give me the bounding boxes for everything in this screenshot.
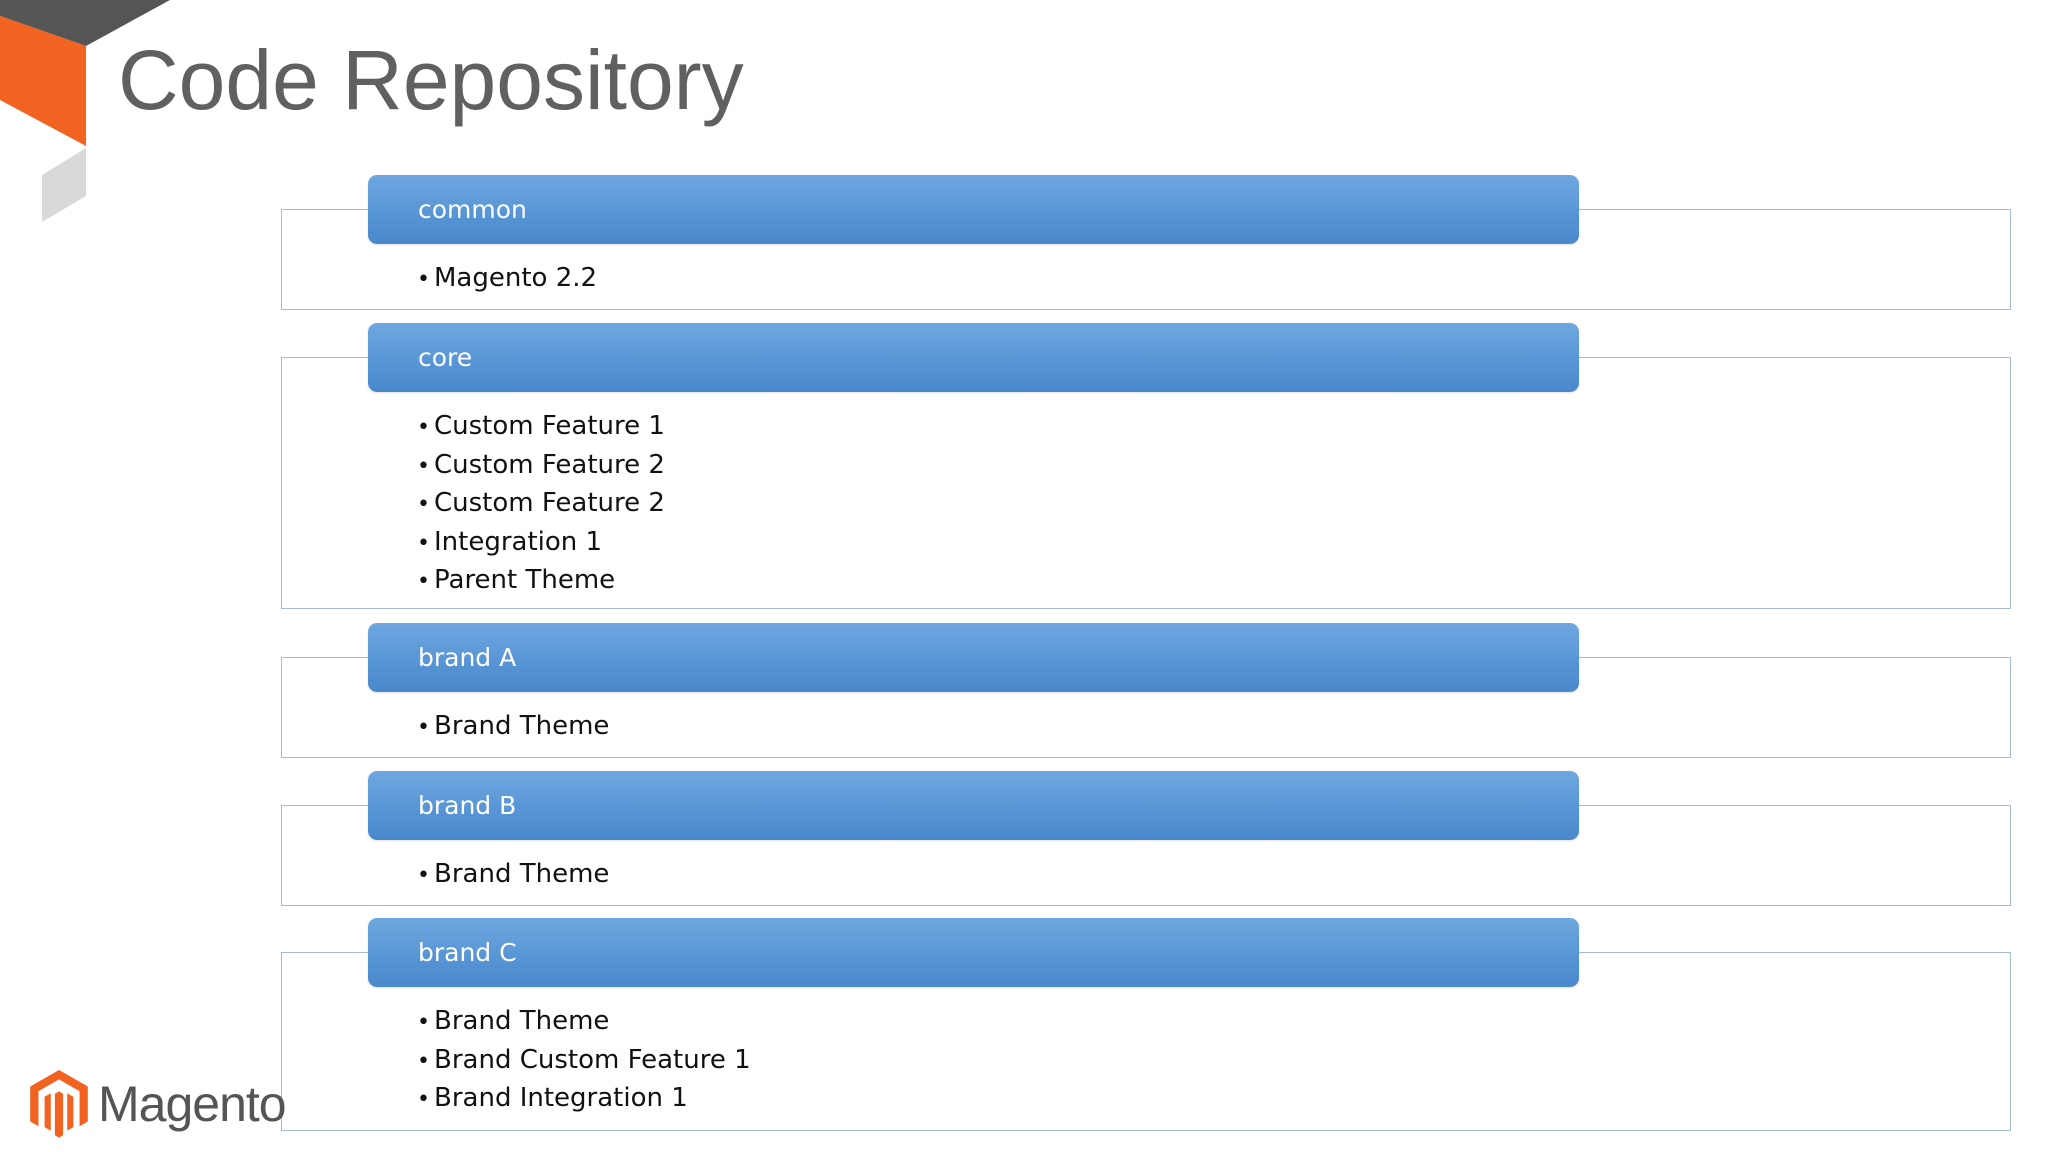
bullet-icon: • (417, 492, 430, 517)
bullet-icon: • (417, 267, 430, 292)
item-list: •Brand Theme (417, 707, 609, 746)
group-header: core (368, 323, 1579, 392)
group-header: brand C (368, 918, 1579, 987)
bullet-icon: • (417, 1087, 430, 1112)
group-header: brand A (368, 623, 1579, 692)
corner-decoration (0, 0, 170, 222)
list-item: •Brand Theme (417, 1002, 751, 1041)
list-item-label: Parent Theme (434, 565, 616, 595)
group-brand-c: brand C •Brand Theme •Brand Custom Featu… (281, 918, 2011, 1131)
list-item-label: Custom Feature 1 (434, 411, 665, 441)
list-item: •Magento 2.2 (417, 259, 597, 298)
bullet-icon: • (417, 415, 430, 440)
list-item-label: Brand Integration 1 (434, 1083, 688, 1113)
bullet-icon: • (417, 1010, 430, 1035)
group-header-label: common (418, 195, 527, 224)
list-item: •Brand Integration 1 (417, 1079, 751, 1118)
group-header-label: brand C (418, 938, 517, 967)
group-core: core •Custom Feature 1 •Custom Feature 2… (281, 323, 2011, 609)
list-item: •Brand Theme (417, 855, 609, 894)
bullet-icon: • (417, 715, 430, 740)
bullet-icon: • (417, 530, 430, 556)
group-header-label: core (418, 343, 473, 372)
logo-text: Magento (98, 1076, 287, 1132)
list-item: •Integration 1 (417, 523, 665, 562)
group-box (281, 357, 2011, 609)
list-item: •Brand Theme (417, 707, 609, 746)
group-header-label: brand B (418, 791, 517, 820)
group-brand-a: brand A •Brand Theme (281, 623, 2011, 758)
bullet-icon: • (417, 1048, 430, 1074)
magento-logo: Magento (28, 1068, 287, 1140)
list-item: •Brand Custom Feature 1 (417, 1041, 751, 1080)
list-item-label: Custom Feature 2 (434, 449, 665, 480)
group-brand-b: brand B •Brand Theme (281, 771, 2011, 906)
group-header-label: brand A (418, 643, 517, 672)
list-item-label: Brand Custom Feature 1 (434, 1044, 751, 1075)
list-item: •Parent Theme (417, 561, 665, 600)
item-list: •Brand Theme (417, 855, 609, 894)
list-item: •Custom Feature 1 (417, 407, 665, 446)
list-item-label: Brand Theme (434, 711, 610, 741)
bullet-icon: • (417, 453, 430, 479)
bullet-icon: • (417, 569, 430, 594)
list-item-label: Brand Theme (434, 1006, 610, 1036)
group-common: common •Magento 2.2 (281, 175, 2011, 310)
list-item-label: Brand Theme (434, 859, 610, 889)
list-item: •Custom Feature 2 (417, 446, 665, 485)
magento-logo-icon (30, 1070, 88, 1138)
item-list: •Brand Theme •Brand Custom Feature 1 •Br… (417, 1002, 751, 1118)
bullet-icon: • (417, 863, 430, 888)
item-list: •Magento 2.2 (417, 259, 597, 298)
list-item-label: Integration 1 (434, 526, 603, 557)
list-item-label: Custom Feature 2 (434, 488, 665, 518)
list-item: •Custom Feature 2 (417, 484, 665, 523)
page-title: Code Repository (118, 33, 744, 127)
list-item-label: Magento 2.2 (434, 263, 598, 293)
item-list: •Custom Feature 1 •Custom Feature 2 •Cus… (417, 407, 665, 600)
group-header: brand B (368, 771, 1579, 840)
group-header: common (368, 175, 1579, 244)
